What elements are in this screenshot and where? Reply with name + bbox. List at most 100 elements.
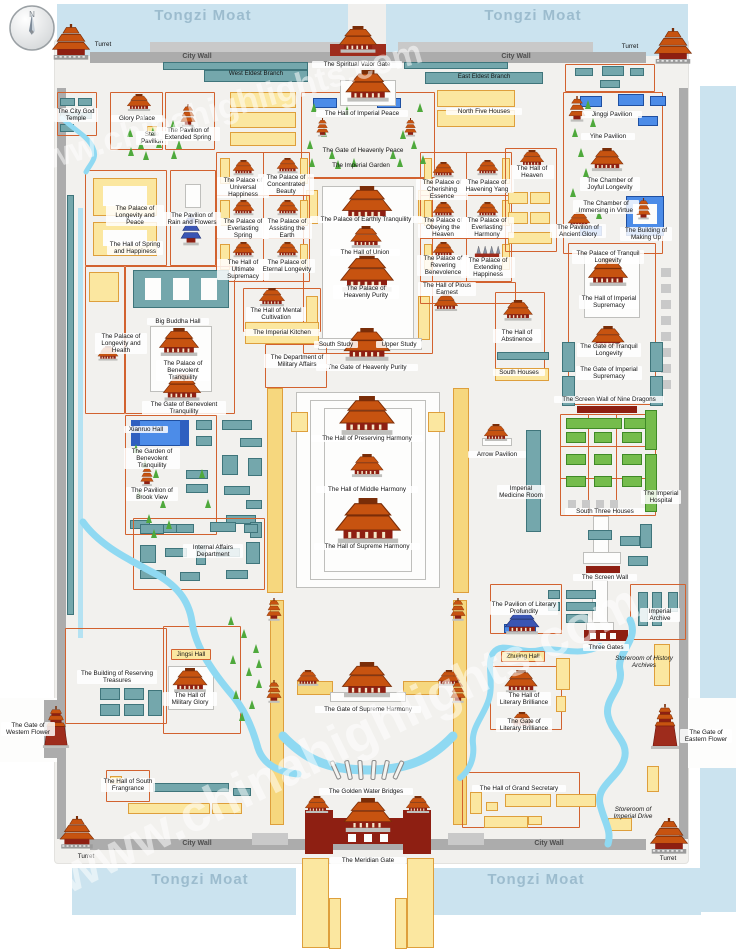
building-teal — [186, 470, 208, 479]
terrace — [348, 834, 356, 842]
building-yellow — [470, 792, 482, 814]
courtyard-outline — [263, 152, 264, 282]
wall-segment — [582, 500, 590, 508]
map-label: The Chamber of Immersing in Virtue — [573, 200, 639, 215]
map-label: The Imperial Garden — [332, 162, 390, 169]
tree-icon — [400, 130, 406, 139]
map-label: Yihe Pavilion — [581, 133, 635, 141]
building-teal — [78, 98, 92, 106]
map-label: Tongzi Moat — [484, 7, 582, 24]
hall-icon — [275, 200, 300, 221]
city-wall-segment — [57, 88, 66, 839]
courtyard-outline — [568, 243, 656, 405]
building-teal — [600, 80, 620, 88]
courtyard-outline — [588, 414, 589, 516]
map-label: The Palace of Cherishing Essence — [416, 179, 468, 201]
gallery-corridor — [453, 388, 469, 593]
pagoda-icon — [404, 118, 417, 143]
map-label: The Hall of Preserving Harmony — [311, 435, 423, 443]
wall-segment — [661, 332, 671, 341]
building-yellow — [508, 192, 528, 204]
gate-wall — [586, 566, 620, 573]
hall-icon — [436, 670, 462, 691]
building-yellow — [230, 112, 296, 128]
hall-icon — [257, 288, 287, 312]
pagoda-icon — [180, 104, 196, 133]
wall-segment — [661, 316, 671, 325]
building-yellow — [530, 212, 550, 224]
hall-icon — [342, 70, 394, 107]
building-yellow — [291, 412, 308, 432]
map-label: The Gate of Supreme Harmony — [315, 706, 421, 714]
building-blue — [618, 94, 644, 106]
building-yellow — [556, 794, 596, 807]
building-teal — [233, 788, 251, 796]
hall-icon — [303, 796, 331, 818]
map-label: The Hall of Supreme Harmony — [314, 543, 420, 551]
turret-icon — [56, 816, 98, 855]
tree-icon — [585, 100, 591, 109]
gate-wall — [577, 406, 637, 413]
courtyard-outline — [565, 64, 655, 92]
city-wall-segment — [90, 839, 646, 850]
tree-icon — [176, 140, 182, 149]
wall-segment — [398, 42, 593, 52]
terrace — [583, 552, 621, 564]
building-teal — [246, 500, 262, 509]
wall-segment — [661, 380, 671, 389]
gate-wall — [305, 810, 333, 854]
gallery-corridor — [403, 681, 439, 695]
courtyard-outline — [505, 148, 557, 252]
hall-icon — [330, 498, 406, 550]
map-label: The Palace of Longevity and Peace — [106, 205, 164, 227]
map-label: West Eldest Branch — [228, 70, 284, 77]
map-label: The Pavilion of Ancient Glory — [550, 224, 606, 239]
hall-icon — [404, 796, 432, 818]
building-teal — [60, 98, 75, 106]
terrace — [201, 278, 217, 300]
tree-icon — [329, 150, 335, 159]
tree-icon — [199, 469, 205, 478]
building-teal — [222, 455, 238, 475]
wall-segment — [252, 833, 288, 845]
building-green — [622, 432, 642, 443]
map-label: The Palace of Earthly Tranquility — [310, 216, 422, 224]
map-label: The Hall of South Frangrance — [101, 778, 155, 793]
map-label: The Hall of Abstinence — [493, 329, 541, 344]
map-label: Turret — [77, 853, 95, 860]
map-label: The Palace of Concentrated Beauty — [258, 174, 314, 196]
water-channel — [78, 208, 83, 638]
hall-icon — [340, 798, 396, 838]
building-blue — [638, 116, 658, 126]
map-label: Three Gates — [583, 644, 629, 652]
map-label: The Screen Wall of Nine Dragons — [554, 396, 664, 404]
map-label: The Screen Wall — [573, 574, 637, 582]
map-label: The Department of Military Affairs — [264, 354, 330, 369]
building-yellow — [437, 90, 515, 107]
building-green — [622, 454, 642, 465]
map-label: The Meridian Gate — [330, 857, 406, 865]
tree-icon — [128, 147, 134, 156]
building-green — [594, 454, 612, 465]
building-yellow — [418, 296, 430, 340]
hall-icon — [348, 226, 384, 253]
hall-icon — [501, 300, 535, 326]
map-label: The Hall of Mental Cultivation — [246, 307, 306, 322]
building-teal — [186, 484, 208, 493]
map-label: The Imperial Hospital — [641, 490, 681, 505]
map-label: The Pavilion of Brook View — [126, 487, 178, 502]
wall-segment — [661, 268, 671, 277]
tree-icon — [590, 118, 596, 127]
map-label: The Hall of Imperial Supremacy — [579, 295, 639, 310]
building-teal — [497, 352, 549, 360]
map-label: Tongzi Moat — [487, 871, 585, 888]
map-label: The Hall of Heaven — [510, 165, 554, 180]
city-wall-segment — [90, 52, 646, 63]
map-label: The City God Temple — [54, 108, 98, 123]
building-yellow — [428, 412, 445, 432]
terrace — [103, 186, 147, 206]
building-teal — [248, 458, 262, 476]
hall-icon — [275, 242, 300, 263]
map-label: The Gate of Heavenly Peace — [322, 147, 404, 154]
